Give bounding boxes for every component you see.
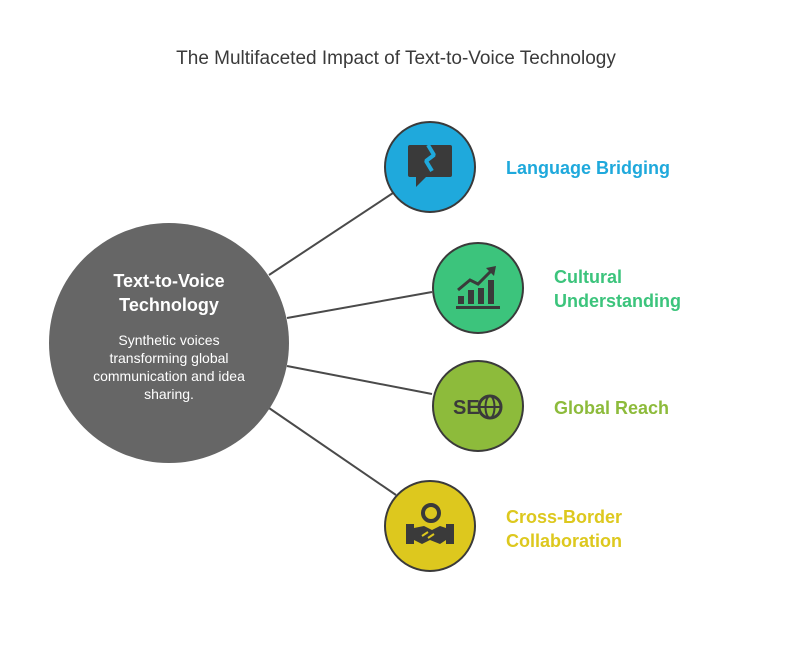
label-cross-border-collaboration: Cross-Border Collaboration: [506, 505, 666, 553]
hub-title: Text-to-Voice Technology: [113, 271, 225, 315]
diagram-title: The Multifaceted Impact of Text-to-Voice…: [176, 48, 616, 69]
central-hub: Text-to-Voice Technology Synthetic voice…: [49, 223, 289, 463]
node-language-bridging: [384, 121, 476, 213]
node-cultural-understanding: [432, 242, 524, 334]
label-language-bridging: Language Bridging: [506, 158, 670, 178]
svg-text:SE: SE: [453, 397, 480, 419]
node-global-reach: SE: [432, 360, 524, 452]
connector-cross-border-collaboration: [268, 407, 397, 496]
connector-global-reach: [286, 365, 433, 395]
node-cross-border-collaboration: [384, 480, 476, 572]
label-cultural-understanding-text: Cultural Understanding: [554, 267, 682, 311]
label-cross-border-collaboration-text: Cross-Border Collaboration: [506, 507, 623, 551]
label-cultural-understanding: Cultural Understanding: [554, 265, 714, 313]
seo-globe-icon: SE: [453, 394, 503, 420]
label-global-reach: Global Reach: [554, 398, 670, 418]
connector-cultural-understanding: [286, 291, 433, 319]
growth-chart-icon: [456, 266, 500, 309]
hub-description: Synthetic voices transforming global com…: [93, 332, 245, 402]
broken-speech-bubble-icon: [408, 143, 452, 187]
handshake-icon: [406, 503, 454, 544]
connector-language-bridging: [268, 192, 394, 276]
